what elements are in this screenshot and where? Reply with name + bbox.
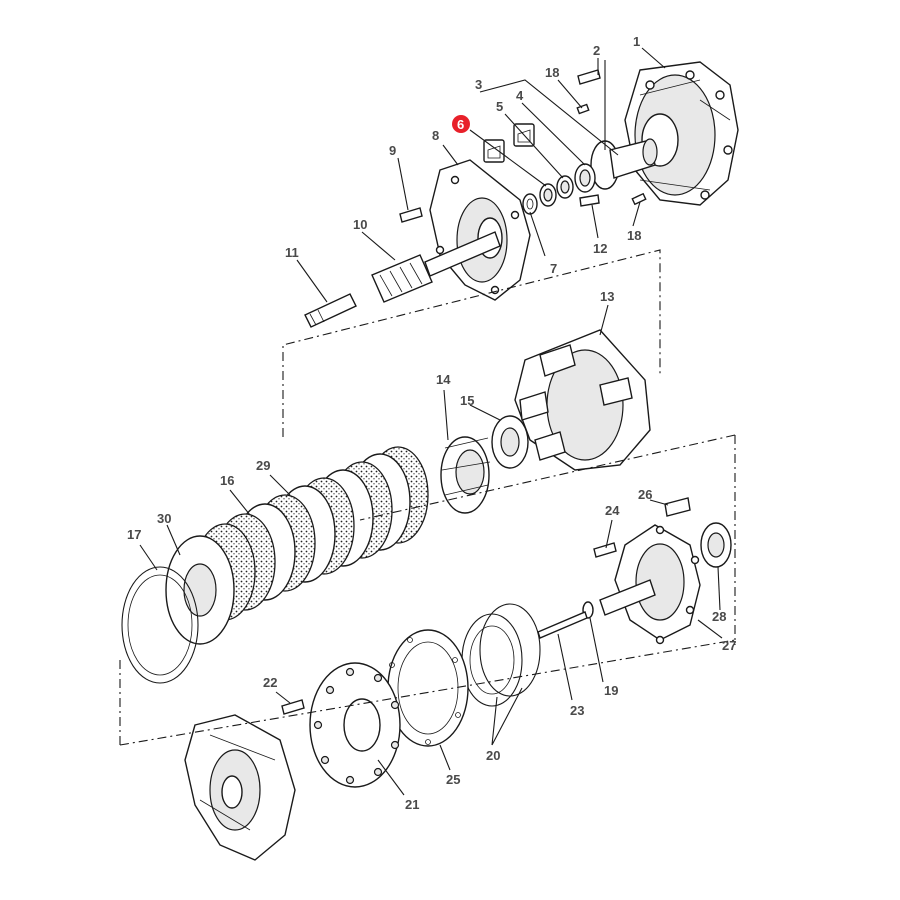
callout-14[interactable]: 14 <box>436 372 451 387</box>
detail-box-part-6 <box>483 139 505 163</box>
callout-25[interactable]: 25 <box>446 772 460 787</box>
bolt-part-26[interactable] <box>664 497 691 517</box>
callout-3[interactable]: 3 <box>475 77 482 92</box>
ring-part-5[interactable] <box>556 175 574 199</box>
assembly-bracket-lines <box>119 249 736 746</box>
callout-17[interactable]: 17 <box>127 527 141 542</box>
shim-part-20[interactable] <box>461 603 541 707</box>
callout-20[interactable]: 20 <box>486 748 500 763</box>
callout-4[interactable]: 4 <box>516 88 524 103</box>
callout-5[interactable]: 5 <box>496 99 503 114</box>
callout-16[interactable]: 16 <box>220 473 234 488</box>
leader-lines <box>139 47 723 796</box>
callout-18-upper[interactable]: 18 <box>545 65 559 80</box>
callout-21[interactable]: 21 <box>405 797 419 812</box>
callout-23[interactable]: 23 <box>570 703 584 718</box>
bolt-part-24[interactable] <box>593 542 617 558</box>
callout-26[interactable]: 26 <box>638 487 652 502</box>
callout-15[interactable]: 15 <box>460 393 474 408</box>
callout-2[interactable]: 2 <box>593 43 600 58</box>
seal-part-7[interactable] <box>522 193 538 215</box>
lower-housing[interactable] <box>184 714 296 861</box>
callout-7[interactable]: 7 <box>550 261 557 276</box>
callout-6[interactable]: 6 <box>457 117 464 132</box>
clutch-drum-part-13[interactable] <box>514 329 651 471</box>
callout-27[interactable]: 27 <box>722 638 736 653</box>
ring-part-6[interactable] <box>539 183 557 207</box>
callout-24[interactable]: 24 <box>605 503 620 518</box>
callout-9[interactable]: 9 <box>389 143 396 158</box>
bolt-part-22[interactable] <box>281 699 305 715</box>
highlight-marker <box>452 115 470 133</box>
shaft-part-11[interactable] <box>304 293 357 328</box>
callout-18-lower[interactable]: 18 <box>627 228 641 243</box>
spline-shaft-part-10[interactable] <box>371 231 501 303</box>
snap-ring-part-17[interactable] <box>121 566 199 684</box>
callout-1[interactable]: 1 <box>633 34 640 49</box>
bearing-part-15[interactable] <box>491 415 529 469</box>
pin-part-18-upper[interactable] <box>576 103 590 115</box>
clutch-disc-stack <box>165 446 429 645</box>
callout-19[interactable]: 19 <box>604 683 618 698</box>
callout-22[interactable]: 22 <box>263 675 277 690</box>
callout-30[interactable]: 30 <box>157 511 171 526</box>
rod-part-23[interactable] <box>537 611 588 639</box>
callout-8[interactable]: 8 <box>432 128 439 143</box>
gear-hub-part-14[interactable] <box>440 436 491 514</box>
bolt-part-12[interactable] <box>579 194 600 207</box>
callout-12[interactable]: 12 <box>593 241 607 256</box>
bearing-part-4[interactable] <box>574 163 596 193</box>
callout-labels: 1 2 3 4 5 6 7 8 9 10 11 12 13 14 15 16 1… <box>127 34 736 812</box>
callout-29[interactable]: 29 <box>256 458 270 473</box>
housing-cover-part-1[interactable] <box>624 61 739 206</box>
callout-28[interactable]: 28 <box>712 609 726 624</box>
carrier-part-27[interactable] <box>599 524 701 645</box>
bearing-part-28[interactable] <box>700 522 732 568</box>
pin-part-18-lower[interactable] <box>631 192 647 206</box>
callout-13[interactable]: 13 <box>600 289 614 304</box>
hub-shaft-part-3[interactable] <box>590 138 658 190</box>
bolt-part-9[interactable] <box>399 207 423 223</box>
callout-11[interactable]: 11 <box>285 245 299 260</box>
callout-10[interactable]: 10 <box>353 217 367 232</box>
plate-part-21[interactable] <box>309 662 401 788</box>
cover-plate-part-8[interactable] <box>429 159 531 301</box>
bolt-part-2[interactable] <box>577 69 601 85</box>
